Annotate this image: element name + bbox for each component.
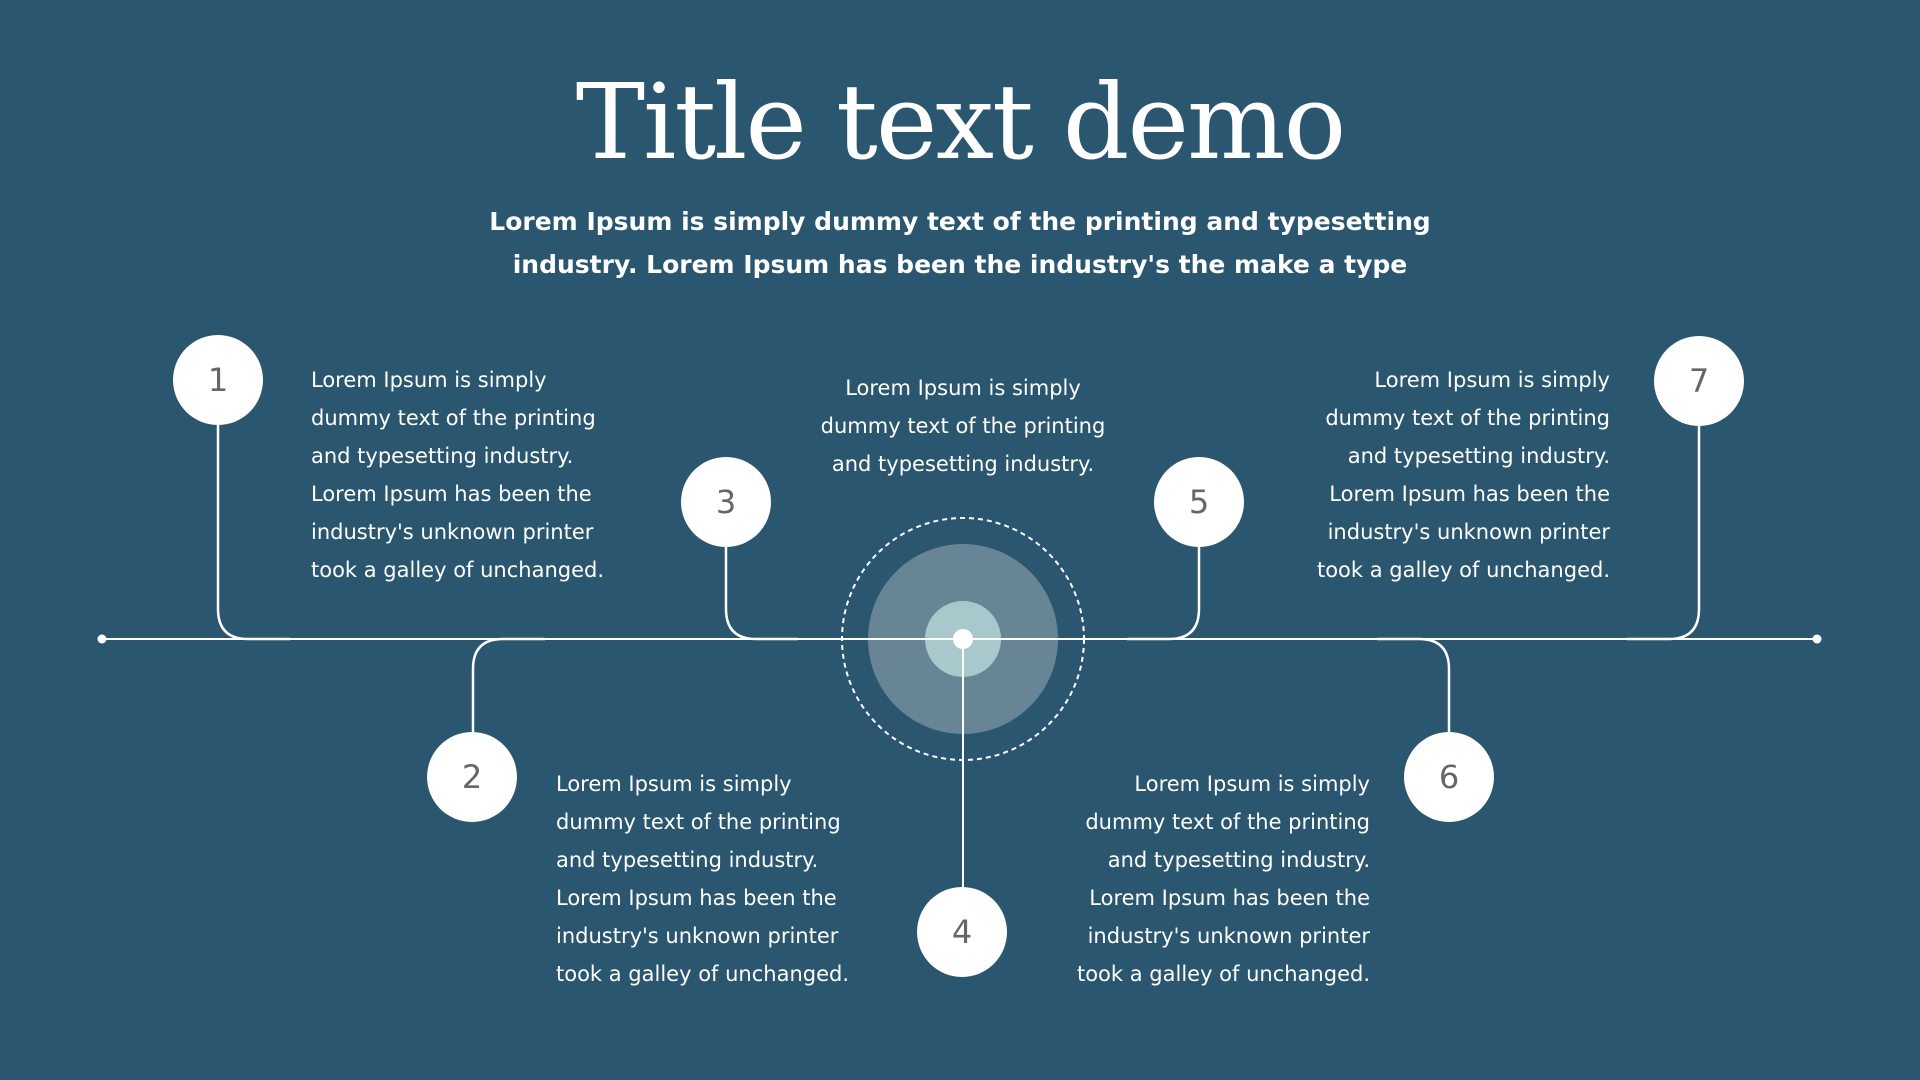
description-line: Lorem Ipsum is simply — [311, 368, 547, 392]
step-node-6: 6 — [1404, 732, 1494, 822]
hub-center-dot — [953, 629, 973, 649]
step-number: 1 — [207, 361, 229, 399]
description-line: and typesetting industry. — [1347, 444, 1610, 468]
description-line: and typesetting industry. — [831, 452, 1095, 476]
description-line: Lorem Ipsum has been the — [311, 482, 592, 506]
step-number: 4 — [951, 913, 973, 951]
step-node-2: 2 — [427, 732, 517, 822]
step-number: 3 — [715, 483, 737, 521]
description-line: industry's unknown printer — [1327, 520, 1610, 544]
description-line: Lorem Ipsum is simply — [1134, 772, 1370, 796]
step-1-description: Lorem Ipsum is simply dummy text of the … — [311, 361, 604, 589]
step-node-1: 1 — [173, 335, 263, 425]
slide-title: Title text demo — [575, 61, 1346, 183]
description-line: dummy text of the printing — [556, 810, 841, 834]
step-2-description: Lorem Ipsum is simply dummy text of the … — [556, 765, 849, 993]
description-line: dummy text of the printing — [1325, 406, 1610, 430]
description-line: took a galley of unchanged. — [1076, 962, 1370, 986]
timeline-end-dot — [1812, 634, 1822, 644]
subtitle-line: Lorem Ipsum is simply dummy text of the … — [489, 207, 1431, 236]
step-node-7: 7 — [1654, 336, 1744, 426]
connector-6 — [1377, 637, 1451, 732]
step-node-3: 3 — [681, 457, 771, 547]
step-7-description: Lorem Ipsum is simply dummy text of the … — [1317, 361, 1610, 589]
description-line: industry's unknown printer — [556, 924, 839, 948]
connector-7 — [1627, 425, 1701, 641]
step-number: 7 — [1688, 362, 1710, 400]
description-line: Lorem Ipsum is simply — [1374, 368, 1610, 392]
description-line: and typesetting industry. — [1107, 848, 1370, 872]
description-line: industry's unknown printer — [1087, 924, 1370, 948]
description-line: Lorem Ipsum is simply — [556, 772, 792, 796]
description-line: Lorem Ipsum has been the — [556, 886, 837, 910]
step-node-4: 4 — [917, 887, 1007, 977]
description-line: and typesetting industry. — [556, 848, 819, 872]
step-node-5: 5 — [1154, 457, 1244, 547]
connector-2 — [471, 637, 545, 732]
step-6-description: Lorem Ipsum is simply dummy text of the … — [1077, 765, 1370, 993]
connector-3 — [724, 547, 798, 641]
step-number: 2 — [461, 758, 483, 796]
step-number: 6 — [1438, 758, 1460, 796]
connector-5 — [1127, 547, 1201, 641]
subtitle-line: industry. Lorem Ipsum has been the indus… — [512, 250, 1408, 279]
connector-1 — [216, 425, 290, 641]
step-3-description: Lorem Ipsum is simply dummy text of the … — [783, 369, 1143, 483]
step-number: 5 — [1188, 483, 1210, 521]
description-line: took a galley of unchanged. — [1316, 558, 1610, 582]
description-line: industry's unknown printer — [311, 520, 594, 544]
description-line: Lorem Ipsum is simply — [845, 376, 1081, 400]
description-line: and typesetting industry. — [311, 444, 574, 468]
description-line: took a galley of unchanged. — [556, 962, 850, 986]
slide-subtitle: Lorem Ipsum is simply dummy text of the … — [460, 200, 1460, 286]
timeline-start-dot — [97, 634, 107, 644]
description-line: dummy text of the printing — [1085, 810, 1370, 834]
description-line: Lorem Ipsum has been the — [1089, 886, 1370, 910]
description-line: dummy text of the printing — [820, 414, 1106, 438]
description-line: dummy text of the printing — [311, 406, 596, 430]
description-line: took a galley of unchanged. — [311, 558, 605, 582]
description-line: Lorem Ipsum has been the — [1329, 482, 1610, 506]
